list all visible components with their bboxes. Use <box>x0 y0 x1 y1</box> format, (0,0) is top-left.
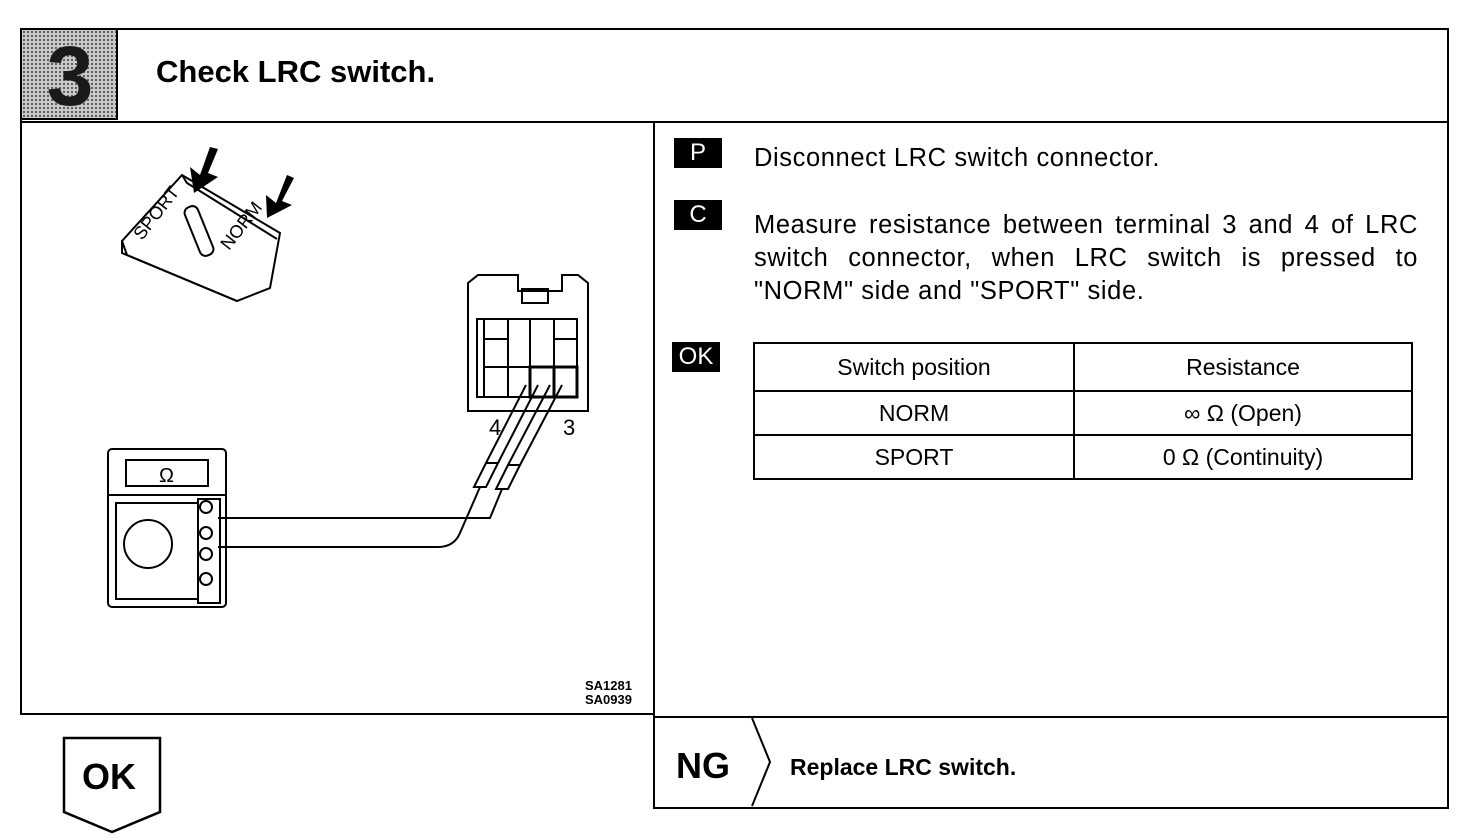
figure-codes: SA1281 SA0939 <box>585 679 632 707</box>
connector <box>467 274 589 412</box>
switch-label-sport: SPORT <box>129 183 183 244</box>
check-tag: C <box>674 200 722 230</box>
table-header: Switch position <box>753 342 1075 392</box>
prep-text: Disconnect LRC switch connector. <box>754 144 1161 172</box>
frame-left-border <box>20 28 22 715</box>
table-cell: 0 Ω (Continuity) <box>1073 434 1413 480</box>
figure-code: SA1281 <box>585 678 632 693</box>
table-cell: ∞ Ω (Open) <box>1073 390 1413 436</box>
table-row: NORM ∞ Ω (Open) <box>753 390 1413 436</box>
ng-result-text: Replace LRC switch. <box>790 754 1017 780</box>
ok-arrow-box <box>62 736 162 834</box>
table-header: Resistance <box>1073 342 1413 392</box>
ok-tag: OK <box>672 342 720 372</box>
illustration-bottom-border <box>20 713 655 715</box>
terminal-4-label: 4 <box>489 415 501 440</box>
panel-divider <box>653 121 655 809</box>
ng-chevron <box>751 717 772 807</box>
header-bottom-border <box>20 121 1449 123</box>
table-cell: SPORT <box>753 434 1075 480</box>
ok-result-label: OK <box>82 756 136 797</box>
step-number-box: 3 <box>20 28 118 120</box>
terminal-3-label: 3 <box>563 415 575 440</box>
ohm-symbol: Ω <box>159 465 174 487</box>
switch-meter-illustration: SPORT NORM 4 3 Ω <box>107 147 589 608</box>
table-row: SPORT 0 Ω (Continuity) <box>753 434 1413 480</box>
header-top-border <box>20 28 1449 30</box>
step-title: Check LRC switch. <box>156 54 436 89</box>
check-text: Measure resistance between terminal 3 an… <box>754 211 1418 305</box>
table-cell: NORM <box>753 390 1075 436</box>
multimeter <box>107 448 227 608</box>
frame-bottom-border <box>653 807 1449 809</box>
frame-right-border <box>1447 28 1449 809</box>
spec-table: Switch position Resistance NORM ∞ Ω (Ope… <box>753 342 1413 480</box>
figure-code: SA0939 <box>585 692 632 707</box>
ng-result-label: NG <box>676 745 730 786</box>
step-number: 3 <box>46 29 94 123</box>
probe-leads <box>218 384 563 548</box>
result-top-border <box>653 716 1449 718</box>
prep-tag: P <box>674 138 722 168</box>
table-header-row: Switch position Resistance <box>753 342 1413 392</box>
